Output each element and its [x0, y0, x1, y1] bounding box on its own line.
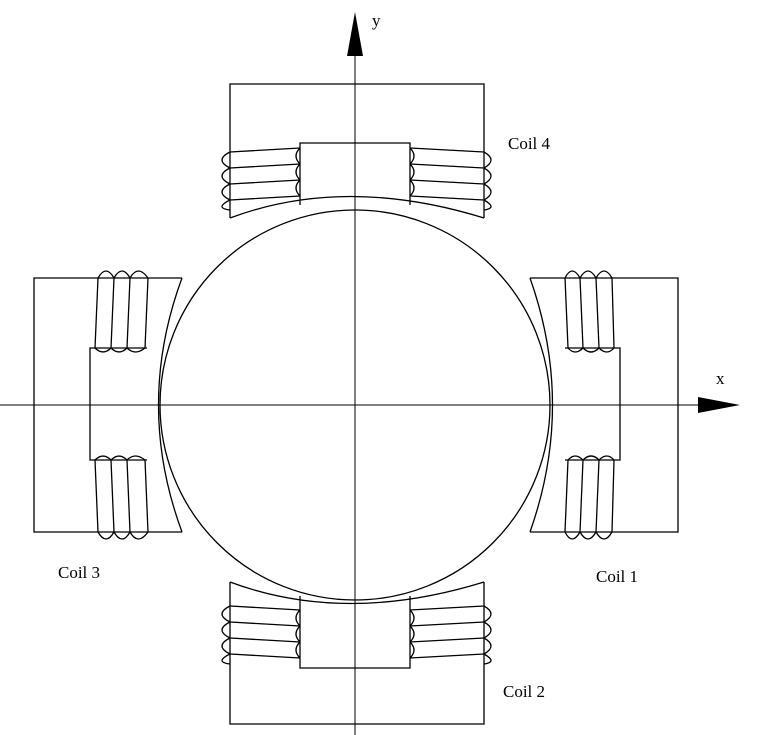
stator-pole-coil-1: [529, 270, 679, 540]
coil-winding-right: [409, 147, 492, 211]
coordinate-axes: x y: [0, 11, 740, 735]
stator-pole-coil-3: [33, 270, 183, 540]
coil-1-label: Coil 1: [596, 567, 638, 586]
pole-face: [229, 142, 485, 219]
x-axis-label: x: [716, 369, 725, 388]
y-axis-label: y: [372, 11, 381, 30]
coil-3-label: Coil 3: [58, 563, 100, 582]
rotor-circle: [159, 209, 551, 601]
coil-winding-left: [221, 147, 301, 211]
stator-pole-coil-4: [221, 83, 492, 219]
coil-2-label: Coil 2: [503, 682, 545, 701]
pole-yoke: [229, 83, 485, 218]
y-axis-arrowhead: [347, 12, 363, 56]
stator-pole-coil-2: [221, 581, 492, 725]
x-axis-arrowhead: [698, 397, 740, 413]
coil-4-label: Coil 4: [508, 134, 551, 153]
